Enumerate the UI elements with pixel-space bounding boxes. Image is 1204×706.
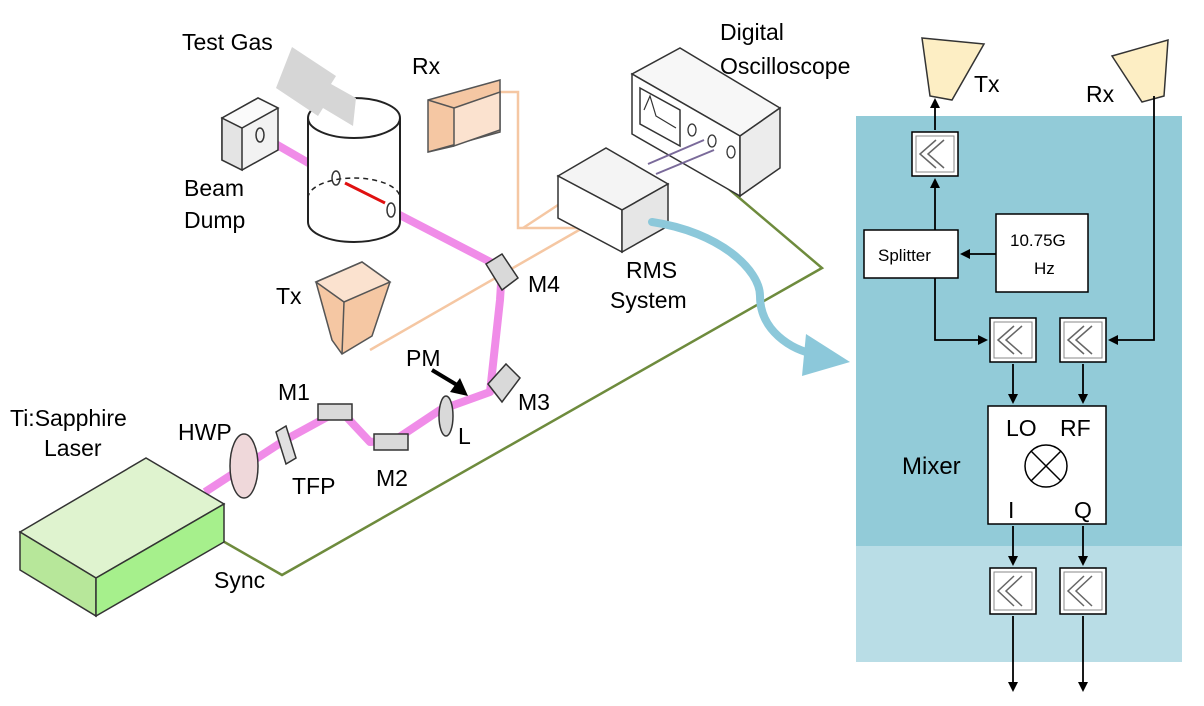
label-tfp: TFP: [292, 473, 335, 499]
label-rx-left: Rx: [412, 53, 441, 79]
label-lo: LO: [1006, 415, 1037, 441]
pm-arrowhead: [450, 378, 468, 396]
amplifier-i: [989, 567, 1037, 615]
oscilloscope: [630, 47, 782, 198]
label-rx-right: Rx: [1086, 81, 1115, 107]
label-system: System: [610, 287, 687, 313]
label-mixer: Mixer: [902, 453, 961, 480]
rx-horn-right: [1110, 38, 1169, 103]
label-m2: M2: [376, 465, 408, 491]
tx-cable-2: [522, 203, 559, 230]
label-dump: Dump: [184, 207, 245, 233]
label-splitter: Splitter: [878, 246, 931, 265]
scope-cable-1: [647, 139, 705, 165]
tfp: [275, 424, 297, 466]
hwp: [229, 433, 259, 499]
sync-line: [213, 167, 825, 577]
label-sync: Sync: [214, 567, 265, 593]
label-digital: Digital: [720, 19, 784, 45]
label-tx-left: Tx: [276, 283, 302, 309]
label-m3: M3: [518, 389, 550, 415]
label-m1: M1: [278, 379, 310, 405]
rx-cable: [500, 90, 578, 230]
label-beam: Beam: [184, 175, 244, 201]
label-rf: RF: [1060, 415, 1091, 441]
label-hwp: HWP: [178, 419, 232, 445]
tx-horn-left: [314, 261, 392, 355]
rms-system-box: [556, 147, 670, 254]
mirror-m4: [484, 252, 520, 292]
oscillator-box: [995, 213, 1089, 293]
amplifier-lo: [989, 317, 1037, 363]
mirror-m2: [373, 433, 409, 451]
ti-sapphire-laser: [18, 457, 226, 618]
label-q: Q: [1074, 497, 1092, 523]
mirror-m1: [317, 403, 353, 421]
mirror-m3: [487, 362, 521, 404]
gas-cell: [307, 97, 401, 243]
rx-horn-left: [427, 79, 501, 153]
splitter-box: [863, 229, 959, 279]
rms-signal-arrowhead: [802, 334, 850, 376]
signal-lines: [930, 96, 1155, 692]
lens-l: [438, 395, 454, 437]
tx-cable: [369, 216, 601, 352]
label-freq-line1: 10.75G: [1010, 231, 1066, 250]
amplifier-q: [1059, 567, 1107, 615]
label-freq-line2: Hz: [1034, 259, 1055, 278]
tx-horn-right: [921, 37, 986, 101]
label-tx-right: Tx: [974, 71, 1000, 97]
beam-dump: [220, 97, 280, 172]
scope-cable-2: [655, 149, 715, 175]
label-i: I: [1008, 497, 1014, 523]
amplifier-tx: [911, 131, 959, 177]
label-oscilloscope: Oscilloscope: [720, 53, 850, 79]
label-rms: RMS: [626, 257, 677, 283]
label-l: L: [458, 423, 471, 449]
test-gas-arrow: [276, 47, 356, 126]
rms-signal-arrow: [648, 218, 822, 359]
label-laser: Laser: [44, 435, 102, 461]
label-test-gas: Test Gas: [182, 29, 273, 55]
amplifier-rf: [1059, 317, 1107, 363]
label-pm: PM: [406, 345, 441, 371]
label-ti-sapphire: Ti:Sapphire: [10, 405, 127, 431]
label-m4: M4: [528, 271, 560, 297]
